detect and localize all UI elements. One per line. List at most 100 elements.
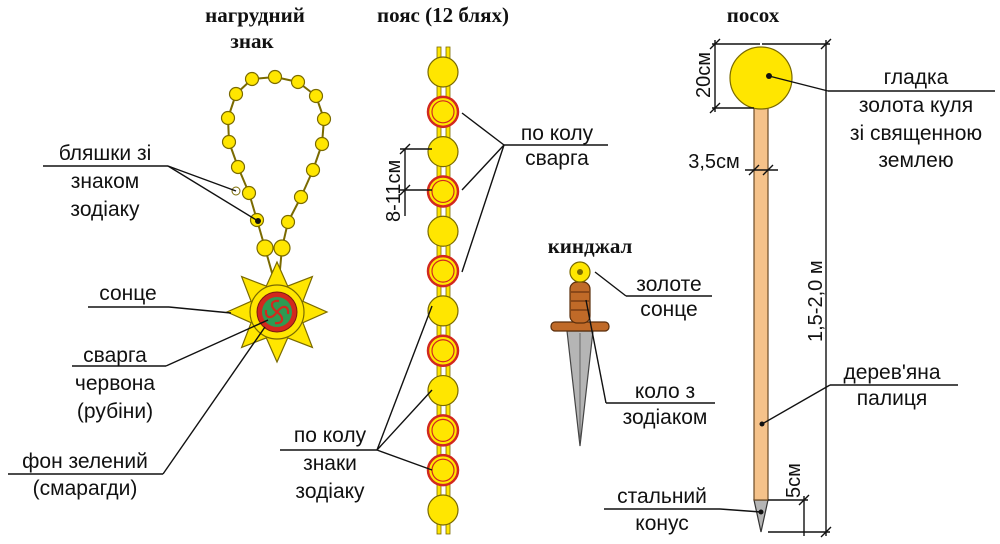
belt-spacing-ticks bbox=[399, 143, 411, 196]
staff-icon bbox=[729, 46, 793, 533]
dagger-group: кинджал золоте сонце коло з зодіаком bbox=[548, 234, 715, 447]
staff-length-ticks bbox=[820, 38, 832, 538]
belt-strap-right bbox=[445, 46, 451, 535]
leader-staff-ball bbox=[768, 75, 829, 92]
label-sun: сонце bbox=[99, 282, 156, 305]
chain-bead bbox=[273, 239, 291, 257]
belt-spacing-label: 8-11см bbox=[383, 160, 405, 222]
chain-bead bbox=[228, 86, 244, 102]
staff-cone-length-label: 5см bbox=[783, 463, 805, 498]
label-plaques-line2: знаком bbox=[71, 170, 139, 193]
label-staff-shaft-line2: палиця bbox=[857, 387, 927, 410]
leader-sun bbox=[168, 306, 232, 314]
badge-title-line1: нагрудний bbox=[205, 3, 305, 27]
leader-belt-zodiac-1 bbox=[376, 305, 433, 451]
label-plaques-line3: зодіаку bbox=[70, 198, 140, 221]
staff-ball-size-label: 20см bbox=[693, 52, 715, 98]
belt-title: пояс (12 блях) bbox=[377, 3, 509, 27]
dagger-icon bbox=[550, 261, 610, 447]
leader-dagger-zodiac bbox=[585, 299, 607, 404]
belt-plaque bbox=[427, 374, 459, 407]
leader-dagger-sun bbox=[594, 271, 627, 297]
label-staff-cone-line1: стальний bbox=[617, 485, 707, 508]
badge-chain bbox=[220, 69, 332, 281]
staff-ball-ticks bbox=[709, 38, 721, 114]
label-belt-zodiac-line2: знаки bbox=[303, 452, 357, 475]
belt-plaque-ring bbox=[431, 418, 455, 442]
label-belt-svarga-line1: по колу bbox=[521, 122, 594, 145]
chain-bead bbox=[221, 134, 237, 150]
label-dagger-sun-line1: золоте bbox=[636, 273, 701, 296]
staff-gold-ball bbox=[729, 46, 793, 110]
leader-belt-zodiac-2 bbox=[376, 389, 433, 451]
belt-plaque bbox=[427, 136, 459, 168]
chain-bead bbox=[290, 74, 306, 90]
chain-bead bbox=[256, 239, 274, 257]
chain-bead bbox=[314, 136, 330, 152]
belt-plaques bbox=[426, 56, 460, 526]
belt-plaque-ring bbox=[431, 259, 455, 283]
label-staff-ball-line3: зі священною bbox=[850, 122, 982, 145]
label-staff-ball-line1: гладка bbox=[884, 66, 949, 89]
label-belt-zodiac-line3: зодіаку bbox=[295, 480, 365, 503]
belt-plaque bbox=[427, 494, 459, 526]
label-staff-shaft-line1: дерев'яна bbox=[843, 361, 940, 384]
staff-width-ticks bbox=[748, 164, 774, 176]
label-staff-cone-line2: конус bbox=[635, 512, 688, 535]
leader-plaques-2 bbox=[167, 165, 237, 192]
leader-belt-svarga-2 bbox=[461, 144, 505, 191]
leader-plaques-1 bbox=[167, 165, 259, 222]
chain-bead bbox=[316, 111, 332, 127]
leader-staff-shaft bbox=[761, 384, 831, 425]
label-staff-ball-line4: землею bbox=[878, 149, 953, 172]
label-belt-svarga-line2: сварга bbox=[525, 147, 589, 170]
belt-plaque-ring bbox=[431, 100, 455, 124]
dagger-pommel-center bbox=[577, 269, 583, 275]
belt-plaque bbox=[427, 215, 459, 247]
label-svarga-line1: сварга bbox=[83, 344, 147, 367]
belt-strap-left bbox=[436, 46, 442, 535]
belt-plaque bbox=[427, 56, 459, 88]
leader-background bbox=[162, 326, 266, 475]
chain-bead bbox=[305, 162, 321, 178]
staff-length-label: 1,5-2,0 м bbox=[805, 260, 827, 342]
staff-width-label: 3,5см bbox=[688, 151, 740, 173]
label-svarga-line3: (рубіни) bbox=[77, 400, 153, 423]
label-dagger-zodiac-line1: коло з bbox=[635, 380, 695, 403]
belt-plaque-ring bbox=[431, 339, 455, 363]
staff-cone bbox=[753, 499, 769, 533]
label-background-line2: (смарагди) bbox=[33, 477, 138, 500]
dagger-title: кинджал bbox=[548, 234, 633, 258]
belt-plaque bbox=[427, 295, 459, 327]
chain-bead bbox=[308, 88, 324, 104]
staff-group: посох 20см 3,5см 1,5-2,0 м 5см bbox=[604, 3, 995, 538]
chain-bead bbox=[230, 159, 246, 175]
belt-group: пояс (12 блях) 8-11см по колу сварга по … bbox=[280, 3, 608, 535]
label-plaques-line1: бляшки зі bbox=[59, 142, 152, 165]
badge-title-line2: знак bbox=[230, 29, 274, 53]
leader-belt-svarga-1 bbox=[461, 112, 505, 146]
label-dagger-sun-line2: сонце bbox=[640, 298, 697, 321]
staff-shaft bbox=[753, 107, 769, 501]
chain-bead bbox=[293, 189, 309, 205]
badge-group: нагрудний знак бляшки зі знаком зодіаку … bbox=[8, 3, 332, 500]
chain-bead bbox=[244, 71, 260, 87]
label-staff-ball-line2: золота куля bbox=[859, 94, 973, 117]
label-belt-zodiac-line1: по колу bbox=[294, 424, 367, 447]
svarga-icon bbox=[264, 299, 290, 325]
chain-bead bbox=[241, 185, 257, 201]
label-background-line1: фон зелений bbox=[22, 450, 148, 473]
chain-bead bbox=[280, 214, 296, 230]
leader-belt-zodiac-3 bbox=[376, 449, 433, 471]
leader-belt-svarga-3 bbox=[461, 144, 505, 273]
chain-bead bbox=[220, 110, 236, 126]
belt-plaque-ring bbox=[431, 179, 455, 204]
label-dagger-zodiac-line2: зодіаком bbox=[623, 406, 708, 429]
staff-cone-ticks bbox=[798, 494, 810, 506]
leader-svarga bbox=[165, 319, 269, 367]
staff-title: посох bbox=[727, 3, 780, 27]
leader-staff-cone bbox=[719, 508, 762, 513]
belt-plaque-ring bbox=[431, 458, 455, 482]
chain-bead bbox=[267, 69, 283, 85]
